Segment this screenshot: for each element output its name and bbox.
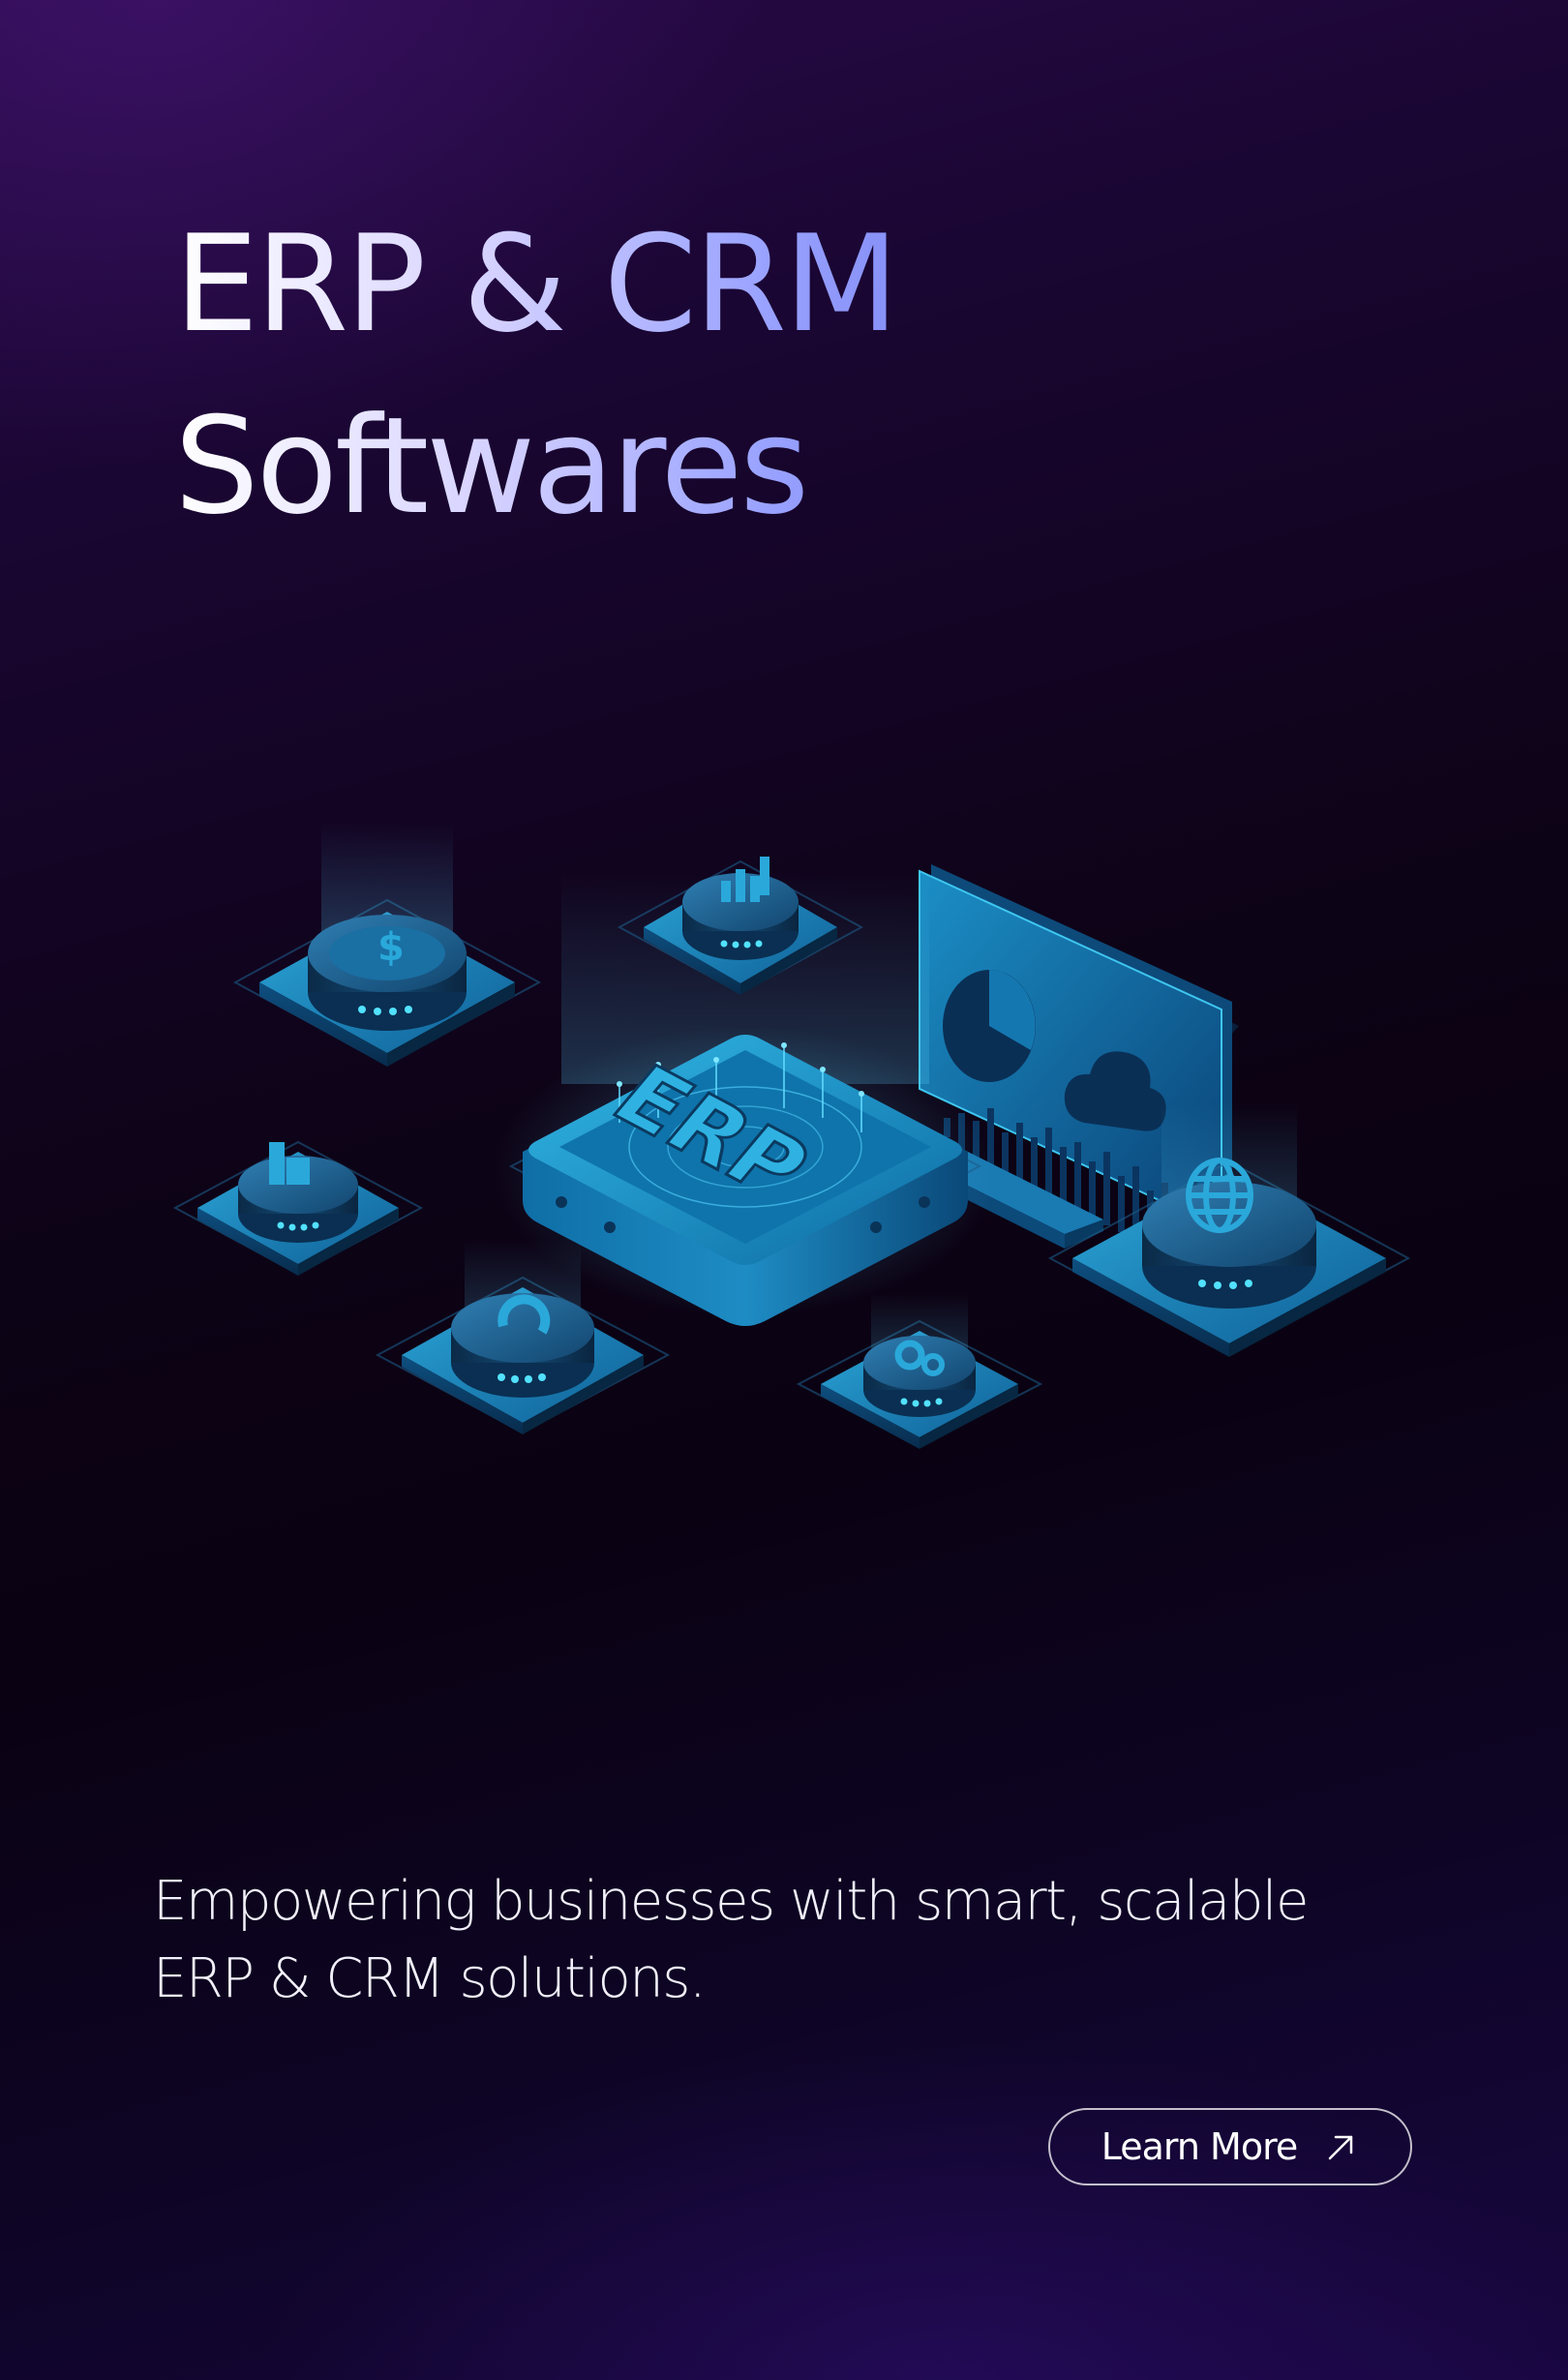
erp-network-illustration: ERP $ xyxy=(172,823,1411,1449)
node-global xyxy=(1047,1103,1411,1357)
pie-chart-icon xyxy=(943,970,1036,1082)
learn-more-button[interactable]: Learn More xyxy=(1048,2108,1412,2185)
page-title: ERP & CRM Softwares xyxy=(174,194,1239,557)
learn-more-label: Learn More xyxy=(1101,2125,1298,2168)
refresh-icon xyxy=(498,1294,551,1335)
cloud-icon xyxy=(1064,1051,1166,1131)
monitor-dashboard xyxy=(919,864,1239,1260)
dollar-icon: $ xyxy=(377,925,405,970)
globe-icon xyxy=(1186,1158,1253,1233)
arrow-up-right-icon xyxy=(1324,2129,1359,2164)
gears-icon xyxy=(894,1340,945,1376)
erp-hub: ERP xyxy=(494,871,997,1326)
building-icon xyxy=(269,1142,310,1185)
title-line-1: ERP & CRM xyxy=(174,206,896,362)
tagline-text: Empowering businesses with smart, scalab… xyxy=(153,1870,1309,2010)
node-organization xyxy=(172,1140,424,1276)
node-analytics xyxy=(617,857,864,995)
title-line-2: Softwares xyxy=(174,388,807,544)
node-sync xyxy=(375,1239,671,1434)
node-finance: $ xyxy=(232,823,542,1067)
node-settings xyxy=(796,1292,1043,1449)
chart-icon xyxy=(721,857,769,902)
